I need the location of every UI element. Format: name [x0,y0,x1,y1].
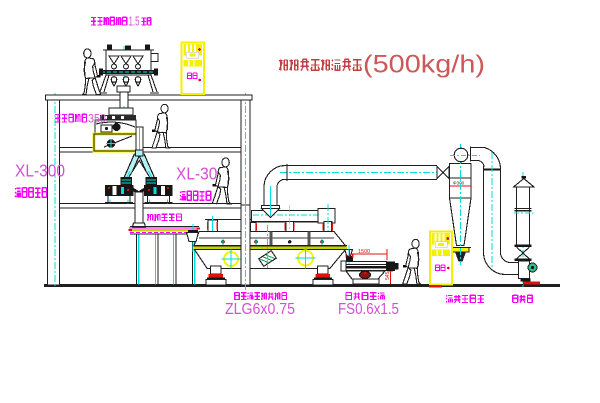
svg-text:(500kg/h): (500kg/h) [363,51,485,79]
svg-text:XL-300: XL-300 [176,164,226,184]
svg-text:350: 350 [88,112,106,126]
svg-text:545: 545 [385,271,391,280]
svg-text:1.5: 1.5 [129,14,140,29]
svg-text:XL-300: XL-300 [15,161,65,181]
svg-text:1500: 1500 [358,249,370,255]
svg-text:Φ300: Φ300 [453,181,465,186]
svg-text:FS0.6x1.5: FS0.6x1.5 [338,301,399,318]
svg-text:ZLG6x0.75: ZLG6x0.75 [225,301,295,318]
